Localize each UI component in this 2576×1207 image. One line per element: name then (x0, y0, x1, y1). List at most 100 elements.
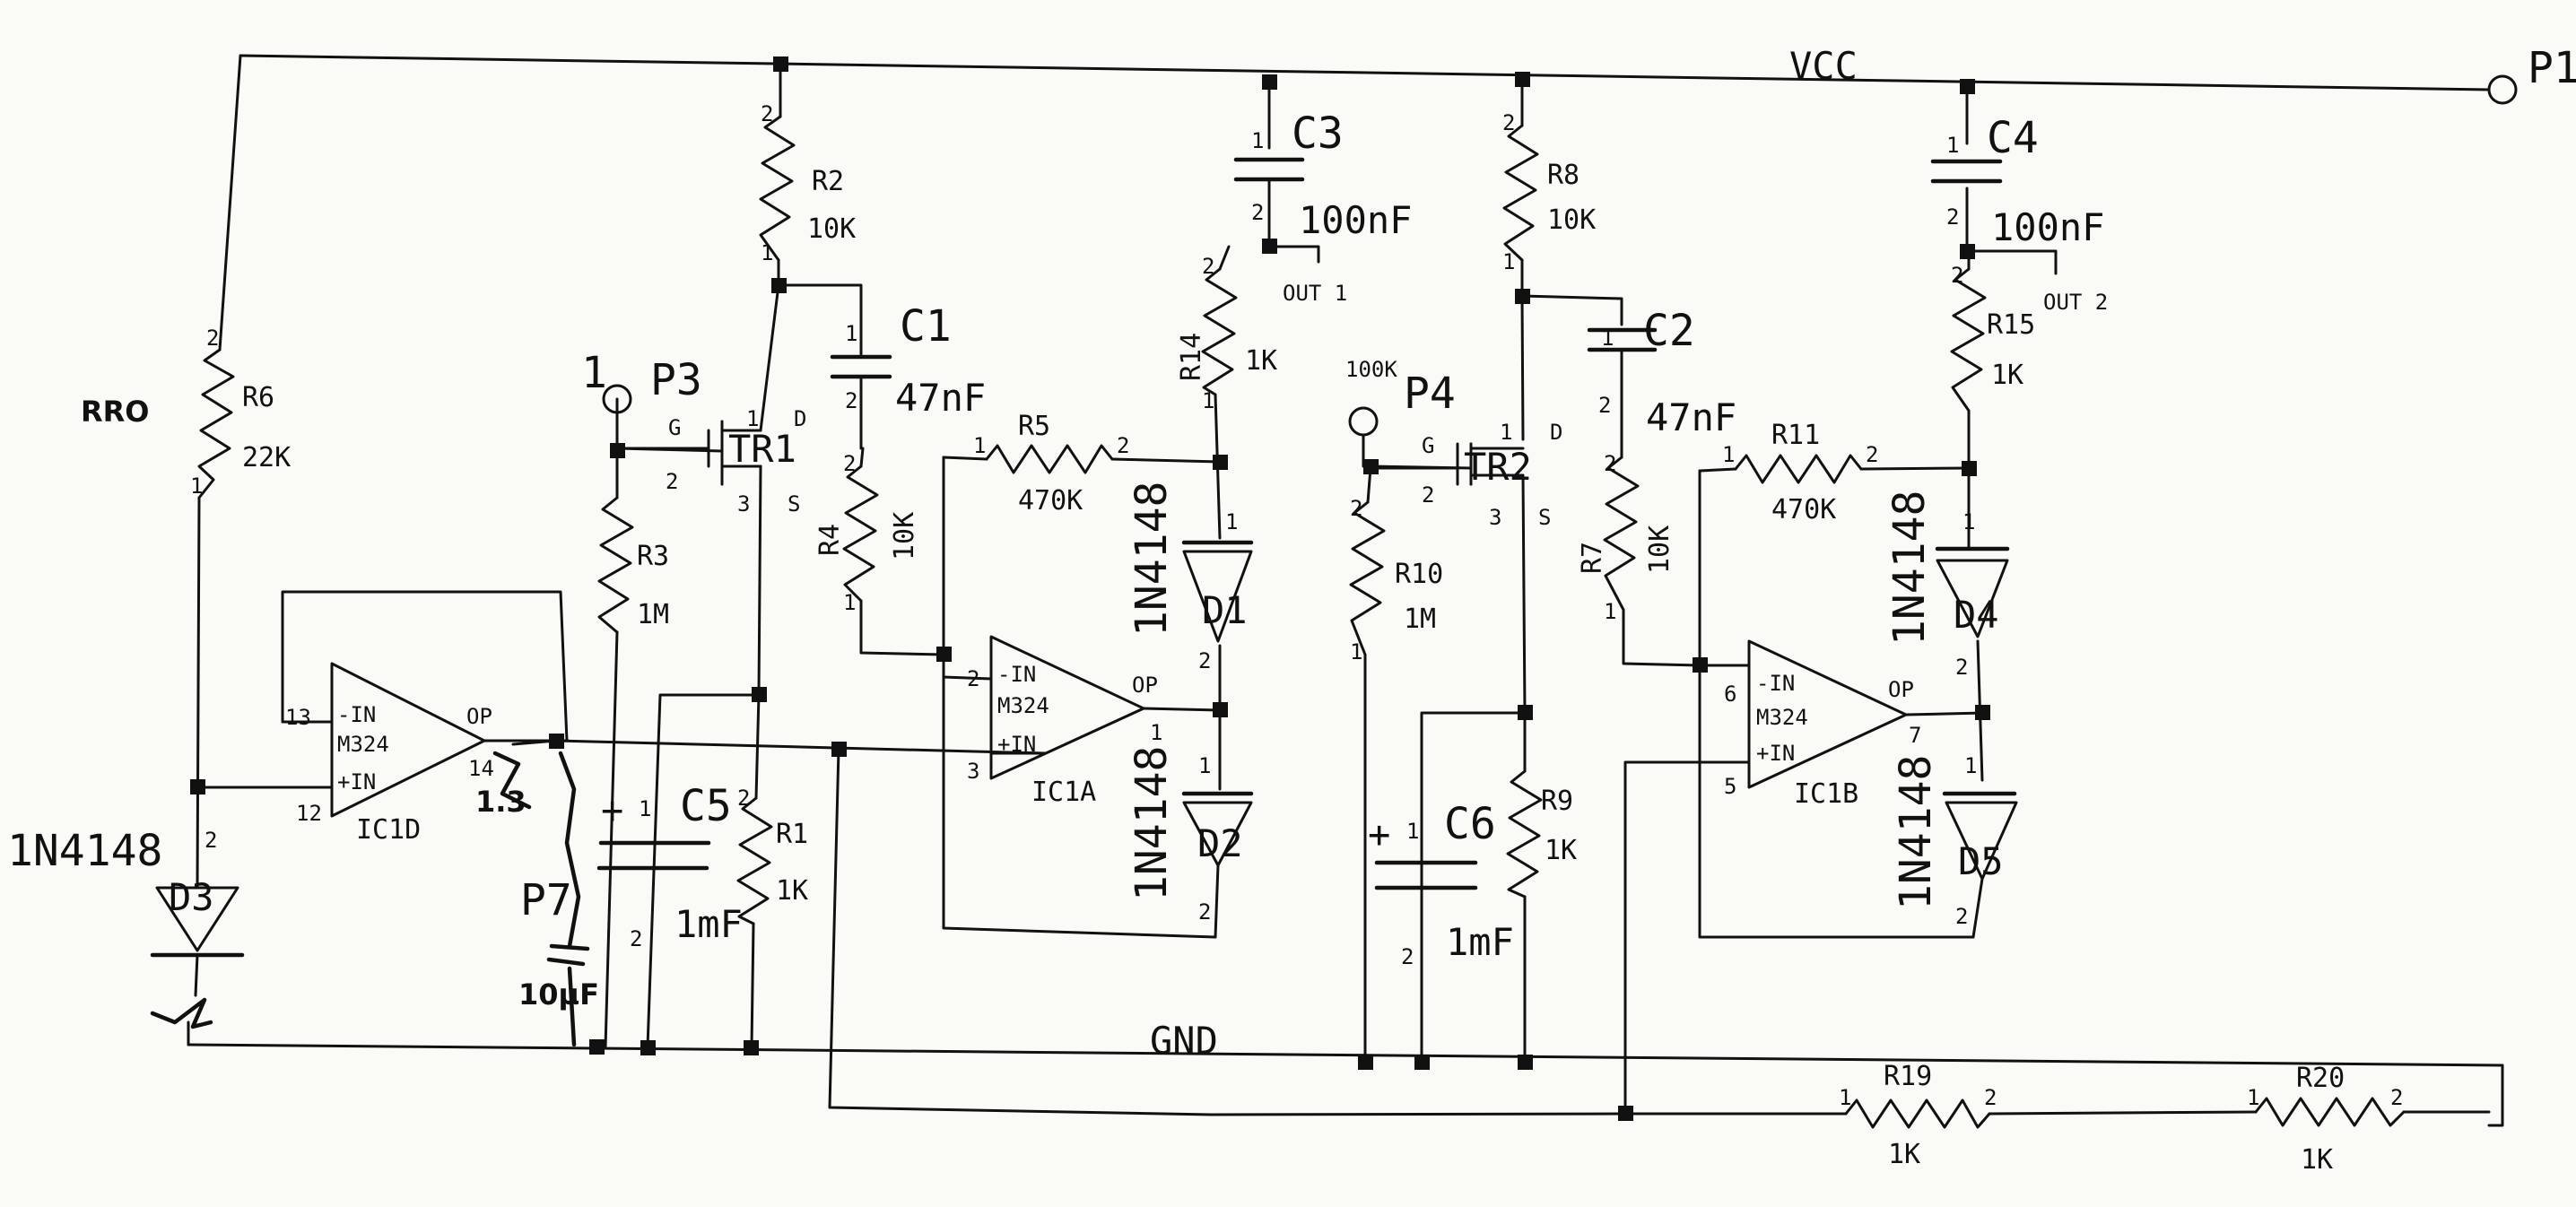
resistor-r14: 2 1 R14 1K (1176, 254, 1277, 413)
r7-value: 10K (1644, 525, 1675, 574)
ic1a-pin-inp: 3 (967, 759, 979, 784)
svg-text:1: 1 (1839, 1085, 1851, 1110)
r9-name: R9 (1541, 786, 1573, 817)
resistor-r9: R9 1K (1506, 769, 1577, 899)
svg-text:1: 1 (761, 240, 773, 265)
r10-name: R10 (1395, 559, 1443, 590)
ic1a-pin-inm: 2 (967, 666, 979, 691)
resistor-r5: 1 2 R5 470K (973, 411, 1129, 517)
r6-name: R6 (242, 382, 274, 413)
svg-text:M324: M324 (1756, 705, 1808, 730)
svg-text:1: 1 (1350, 639, 1362, 664)
handwritten-note-rro: RRO (81, 395, 149, 429)
svg-text:G: G (1422, 433, 1434, 458)
resistor-r10: 2 1 R10 1M (1349, 496, 1443, 664)
svg-text:3: 3 (1489, 505, 1501, 530)
r15-name: R15 (1987, 309, 2035, 341)
svg-text:+: + (601, 788, 623, 832)
diode-d1: D1 1N4148 1 2 (1127, 482, 1254, 673)
d2-part: 1N4148 (1127, 746, 1177, 901)
svg-text:M324: M324 (337, 732, 389, 757)
r9-value: 1K (1545, 835, 1577, 866)
resistor-r20: 1 2 R20 1K (2247, 1063, 2406, 1176)
svg-text:2: 2 (630, 926, 642, 951)
r2-name: R2 (812, 166, 844, 197)
svg-text:2: 2 (1955, 655, 1968, 680)
opamp-ic1a: 2 3 1 -IN M324 +IN OP IC1A (967, 635, 1162, 808)
svg-text:1: 1 (1225, 509, 1238, 534)
svg-text:-IN: -IN (997, 662, 1036, 687)
r4-name: R4 (814, 524, 846, 556)
svg-text:+IN: +IN (1756, 741, 1795, 766)
c4-value: 100nF (1991, 205, 2104, 249)
svg-text:2: 2 (1117, 433, 1129, 458)
ic1a-pin-out: 1 (1150, 720, 1162, 745)
vcc-label: VCC (1789, 44, 1858, 88)
svg-text:1: 1 (190, 473, 203, 499)
svg-text:1: 1 (1202, 388, 1214, 413)
c4-name: C4 (1987, 113, 2039, 163)
svg-text:2: 2 (1502, 110, 1515, 135)
svg-text:1: 1 (973, 433, 986, 458)
svg-text:1: 1 (746, 406, 759, 431)
r15-value: 1K (1991, 360, 2023, 391)
svg-text:2: 2 (1955, 904, 1968, 929)
svg-text:S: S (1538, 505, 1551, 530)
svg-text:2: 2 (1198, 899, 1211, 925)
svg-text:2: 2 (845, 388, 857, 413)
svg-text:1: 1 (843, 590, 856, 615)
svg-text:2: 2 (1251, 200, 1264, 225)
svg-text:2: 2 (205, 828, 217, 853)
svg-text:1: 1 (1964, 753, 1977, 778)
diode-d4: D4 1N4148 1 2 (1884, 491, 2010, 680)
resistor-r3: R3 1M (597, 496, 669, 634)
r7-name: R7 (1577, 542, 1608, 574)
c6-name: C6 (1444, 799, 1496, 849)
r10-value: 1M (1404, 604, 1436, 635)
capacitor-c3: C3 100nF 1 2 (1233, 109, 1412, 242)
r5-value: 470K (1018, 485, 1083, 517)
svg-text:2: 2 (737, 786, 750, 811)
port-p3[interactable]: P3 1 (581, 348, 702, 414)
d2-name: D2 (1197, 821, 1243, 865)
svg-text:2: 2 (1198, 648, 1211, 673)
handwritten-scribble (492, 751, 532, 810)
ic1b-pin-out: 7 (1909, 723, 1921, 748)
capacitor-c5: C5 1mF + 1 2 (596, 781, 743, 951)
p7-label: P7 (520, 875, 572, 925)
ic1d-pin-inm: 13 (285, 705, 311, 730)
port-p1[interactable]: P1 (2487, 43, 2576, 105)
ic1a-name: IC1A (1031, 777, 1096, 808)
transistor-tr1: TR1 G D S 2 3 1 (615, 406, 806, 517)
svg-text:+: + (1368, 812, 1390, 856)
diode-d2: D2 1N4148 1 2 (1127, 746, 1254, 925)
svg-text:OP: OP (1132, 673, 1158, 698)
resistor-r19: 1 2 R19 1K (1839, 1061, 1997, 1170)
port-p4[interactable]: P4 100K (1345, 357, 1456, 437)
ic1b-name: IC1B (1794, 778, 1858, 810)
r3-value: 1M (637, 599, 669, 630)
diode-d5: D5 1N4148 1 2 (1891, 753, 2018, 929)
svg-text:3: 3 (737, 491, 750, 517)
svg-text:2: 2 (666, 469, 678, 494)
resistor-r11: 1 2 R11 470K (1722, 420, 1878, 525)
svg-text:100K: 100K (1345, 357, 1397, 382)
r19-value: 1K (1888, 1139, 1920, 1170)
svg-text:2: 2 (1422, 482, 1434, 508)
opamp-ic1b: 6 5 7 -IN M324 +IN OP IC1B (1698, 639, 1921, 810)
r4-value: 10K (889, 512, 920, 560)
d5-part: 1N4148 (1891, 755, 1941, 910)
svg-text:2: 2 (2390, 1085, 2403, 1110)
svg-text:M324: M324 (997, 693, 1049, 718)
p7-value: 10µF (518, 977, 599, 1012)
svg-text:OP: OP (466, 704, 492, 729)
svg-text:2: 2 (1598, 393, 1611, 418)
d3-name: D3 (169, 875, 214, 919)
out2-label: OUT 2 (2043, 290, 2108, 315)
out1-label: OUT 1 (1283, 281, 1347, 306)
d5-name: D5 (1958, 839, 2004, 883)
svg-text:1: 1 (1946, 133, 1959, 158)
svg-text:1: 1 (845, 321, 857, 346)
svg-text:S: S (788, 491, 800, 517)
resistor-r4: 2 1 R4 10K (814, 451, 920, 615)
